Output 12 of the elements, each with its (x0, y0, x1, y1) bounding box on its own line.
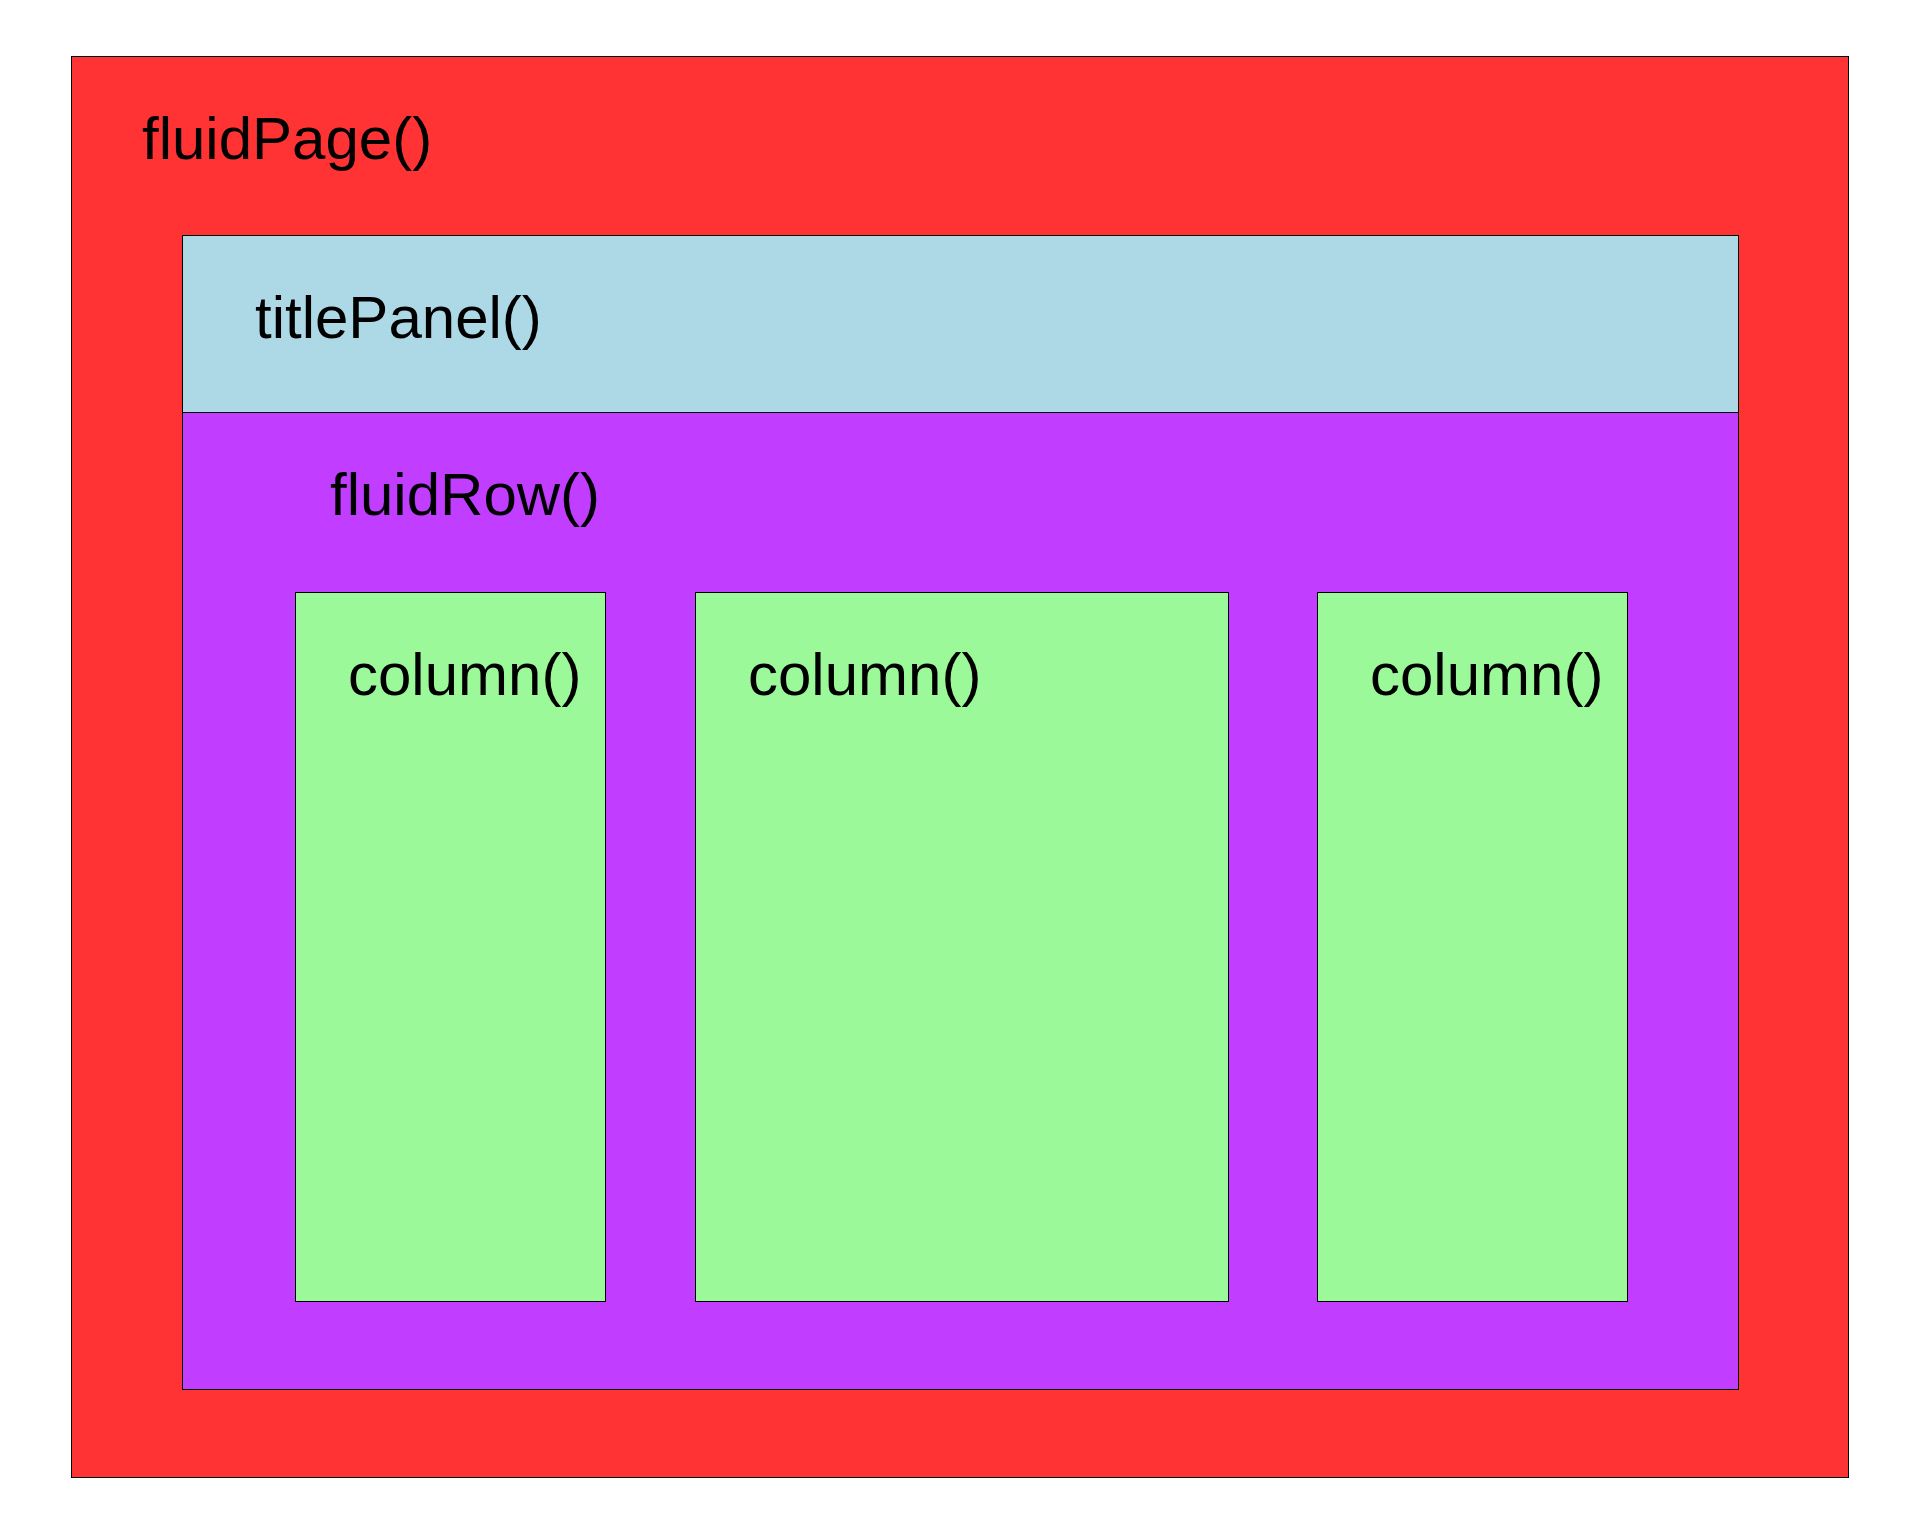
title-panel (182, 235, 1739, 413)
box-label: titlePanel() (255, 288, 542, 348)
box-label: column() (348, 645, 582, 705)
box-label: fluidRow() (330, 465, 601, 525)
page-container (71, 56, 1849, 1478)
row-container (182, 412, 1739, 1390)
column-panel (695, 592, 1229, 1302)
column-panel (295, 592, 606, 1302)
box-label: column() (1370, 645, 1604, 705)
column-panel (1317, 592, 1628, 1302)
box-label: fluidPage() (142, 109, 433, 169)
box-label: column() (748, 645, 982, 705)
